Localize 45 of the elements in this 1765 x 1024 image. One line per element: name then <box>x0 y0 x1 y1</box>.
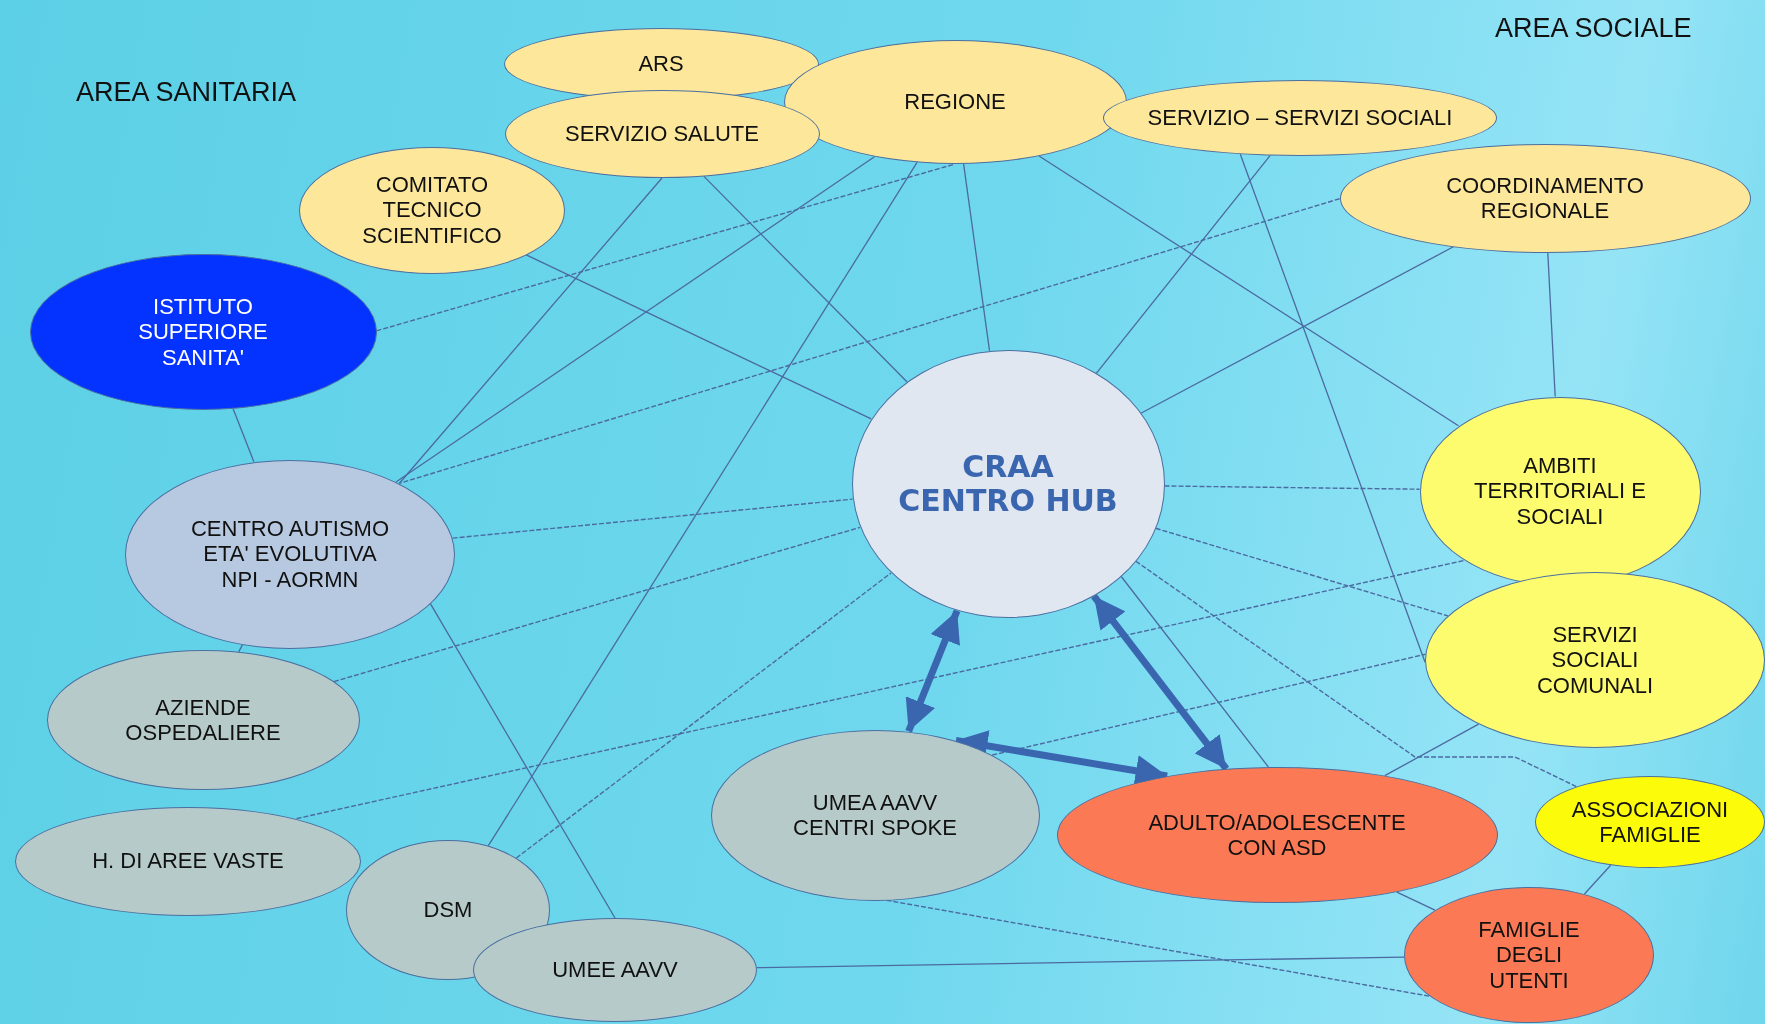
connector-line <box>1038 155 1460 427</box>
connector-line <box>962 163 991 352</box>
double-arrow <box>905 609 961 733</box>
area-title: AREA SANITARIA <box>76 76 297 109</box>
connector-line <box>1120 575 1270 768</box>
connector-line <box>398 177 663 484</box>
node-label: SERVIZIO – SERVIZI SOCIALI <box>1147 105 1453 131</box>
connector-line <box>1095 154 1271 374</box>
node-label: CENTRO AUTISMO ETA' EVOLUTIVA NPI - AORMN <box>190 516 390 592</box>
connector-line <box>395 156 876 483</box>
connector-line <box>1583 864 1612 895</box>
connector-line <box>515 572 892 859</box>
node-label: CRAA CENTRO HUB <box>897 449 1119 519</box>
node-label: FAMIGLIE DEGLI UTENTI <box>1477 917 1581 993</box>
node-label: AZIENDE OSPEDALIERE <box>124 694 282 746</box>
connector-line <box>991 653 1427 756</box>
connector-line <box>1155 527 1449 617</box>
connector-line <box>1140 246 1455 414</box>
connector-line <box>756 956 1405 969</box>
node-label: UMEA AAVV CENTRI SPOKE <box>792 789 958 841</box>
node-label: AMBITI TERRITORIALI E SOCIALI <box>1473 453 1647 529</box>
connector-line <box>1547 251 1556 398</box>
node-label: COORDINAMENTO REGIONALE <box>1445 172 1645 224</box>
connector-line <box>375 163 956 332</box>
node-label: SERVIZI SOCIALI COMUNALI <box>1535 622 1655 698</box>
connector-line <box>1396 891 1436 911</box>
node-label: SERVIZIO SALUTE <box>565 121 759 147</box>
node-label: DSM <box>423 897 473 923</box>
connector-line <box>1163 485 1421 490</box>
node-label: REGIONE <box>904 89 1006 115</box>
node-label: COMITATO TECNICO SCIENTIFICO <box>361 172 503 248</box>
node-label: ADULTO/ADOLESCENTE CON ASD <box>1147 809 1407 861</box>
area-title: AREA SOCIALE <box>1495 12 1692 45</box>
connector-line <box>429 603 616 919</box>
connector-line <box>295 559 1466 820</box>
node-label: ASSOCIAZIONI FAMIGLIE <box>1570 796 1730 848</box>
node-label: H. DI AREE VASTE <box>92 848 284 874</box>
connector-line <box>1384 723 1480 777</box>
node-label: ISTITUTO SUPERIORE SANITA' <box>137 294 269 370</box>
node-label: ARS <box>638 51 684 77</box>
connector-line <box>525 254 872 420</box>
connector-line <box>1135 560 1578 788</box>
node-label: UMEE AAVV <box>552 957 678 983</box>
connector-line <box>398 198 1341 484</box>
connector-line <box>333 526 861 683</box>
